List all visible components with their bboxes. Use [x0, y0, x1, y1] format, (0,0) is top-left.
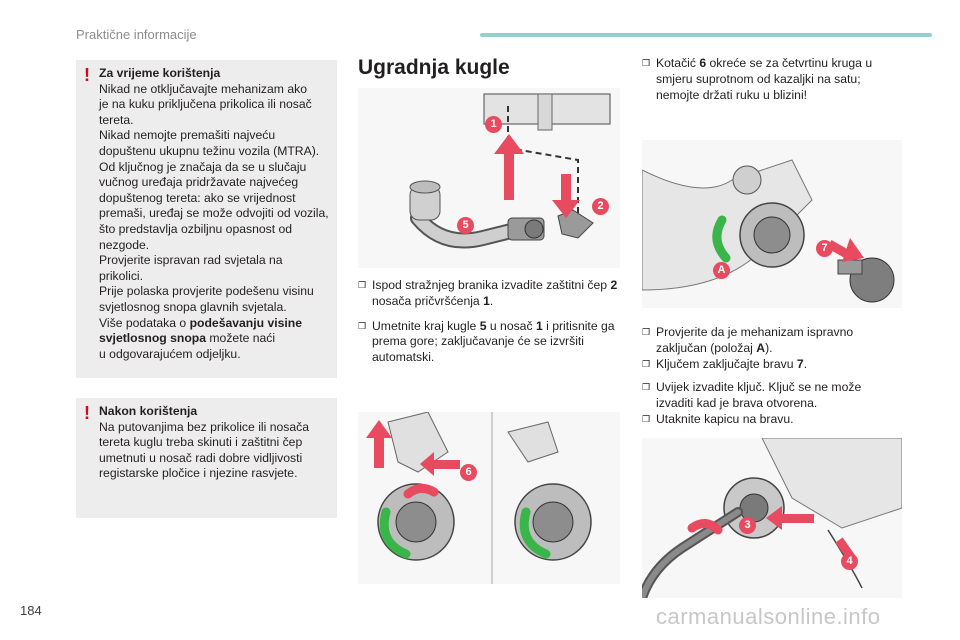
warning-line: nezgode.	[99, 237, 150, 252]
warning-line: svjetlosnog snopa glavnih svjetala.	[99, 299, 287, 314]
checkbox-bullet-icon: ❒	[642, 358, 651, 369]
right-top-step: ❒ Kotačić 6 okreće se za četvrtinu kruga…	[642, 56, 892, 103]
warning-line: je na kuku priključena prikolica ili nos…	[99, 97, 312, 112]
warning-line: u odgovarajućem odjeljku.	[99, 346, 241, 361]
step-text-part: i pritisnite ga prema gore; zaključavanj…	[372, 318, 615, 365]
step-item: ❒ Utaknite kapicu na bravu.	[642, 412, 892, 428]
step-text-part: nosača pričvršćenja	[372, 293, 484, 308]
marker-2: 2	[592, 198, 609, 215]
marker-6: 6	[460, 464, 477, 481]
marker-1: 1	[485, 116, 502, 133]
warning-line: Prije polaska provjerite podešenu visinu	[99, 284, 314, 299]
ref-pre: Više podataka o	[99, 315, 190, 330]
step-text-part: okreće se za četvrtinu kruga u smjeru su…	[656, 56, 873, 102]
step-text: Kotačić 6 okreće se za četvrtinu kruga u…	[656, 56, 892, 103]
step-item: ❒ Ključem zaključajte bravu 7.	[642, 357, 892, 373]
step-item: ❒ Uvijek izvadite ključ. Ključ se ne mož…	[642, 380, 892, 412]
step-text: Ključem zaključajte bravu 7.	[656, 357, 892, 373]
warning-line: vučnog uređaja pridržavate najvećeg	[99, 175, 299, 190]
step-text-part: .	[803, 356, 808, 371]
warning-line: Nikad nemojte premašiti najveću	[99, 128, 276, 143]
step-text-part: Umetnite kraj kugle	[372, 318, 480, 333]
step-item: ❒ Umetnite kraj kugle 5 u nosač 1 i prit…	[358, 319, 620, 366]
step-text: Uvijek izvadite ključ. Ključ se ne može …	[656, 380, 862, 411]
warning-line: Nikad ne otključavajte mehanizam ako	[99, 81, 307, 96]
section-title: Ugradnja kugle	[358, 56, 510, 79]
step-text-part: .	[489, 293, 494, 308]
warning-line: Provjerite ispravan rad svjetala na	[99, 253, 283, 268]
mid-steps: ❒ Ispod stražnjeg branika izvadite zašti…	[358, 278, 620, 366]
step-ref: 6	[699, 56, 707, 70]
step-text: Ispod stražnjeg branika izvadite zaštitn…	[372, 278, 620, 310]
marker-3: 3	[739, 517, 756, 534]
lock-mechanism-illustration	[642, 140, 902, 308]
step-item: ❒ Provjerite da je mehanizam ispravno za…	[642, 325, 892, 357]
checkbox-bullet-icon: ❒	[642, 382, 651, 393]
step-text: Umetnite kraj kugle 5 u nosač 1 i pritis…	[372, 319, 620, 366]
warning-line: dopuštenog tereta: ako se vrijednost	[99, 190, 296, 205]
warning-title: Za vrijeme korištenja	[99, 66, 221, 80]
step-ref: 1	[483, 293, 490, 308]
ref-bold: podešavanju visine svjetlosnog snopa	[99, 315, 303, 346]
step-text-part: Ključem zaključajte bravu	[656, 356, 797, 371]
step-text: Utaknite kapicu na bravu.	[656, 411, 794, 426]
warning-line: tereta kuglu treba skinuti i zaštitni če…	[99, 435, 303, 450]
step-text-part: u nosač	[486, 318, 536, 333]
step-text-part: Ispod stražnjeg branika izvadite zaštitn…	[372, 278, 611, 292]
warning-line: premaši, uređaj se može odvojiti od vozi…	[99, 206, 329, 221]
step-text-part: Provjerite da je mehanizam ispravno zakl…	[656, 325, 854, 355]
step-text-part: ).	[765, 340, 773, 355]
warning-icon: !	[84, 403, 90, 423]
warning-line: registarske pločice i njezine rasvjete.	[99, 466, 298, 481]
marker-7: 7	[816, 240, 833, 257]
step-item: ❒ Ispod stražnjeg branika izvadite zašti…	[358, 278, 620, 310]
page-number: 184	[20, 603, 42, 618]
step-ref: 5	[479, 318, 487, 333]
watermark: carmanualsonline.info	[656, 604, 881, 629]
warning-icon: !	[84, 65, 90, 85]
step-ref: 2	[610, 278, 618, 292]
towball-insertion-illustration	[358, 88, 620, 268]
step-ref: 7	[796, 356, 804, 371]
right-steps: ❒ Provjerite da je mehanizam ispravno za…	[642, 325, 892, 428]
step-ref: 1	[535, 318, 543, 333]
marker-5: 5	[457, 217, 474, 234]
warning-line: Na putovanjima bez prikolice ili nosača	[99, 419, 310, 434]
wheel-rotation-illustration	[358, 412, 620, 584]
warning-box-usage: ! Za vrijeme korištenja Nikad ne otključ…	[76, 60, 337, 378]
checkbox-bullet-icon: ❒	[358, 280, 367, 290]
step-text-part: Kotačić	[656, 56, 700, 70]
warning-title: Nakon korištenja	[99, 404, 198, 418]
step-text: Provjerite da je mehanizam ispravno zakl…	[656, 325, 892, 357]
header-accent-bar	[480, 33, 932, 37]
warning-line: dopuštenu ukupnu težinu vozila (MTRA).	[99, 143, 320, 158]
checkbox-bullet-icon: ❒	[642, 327, 651, 337]
warning-line: prikolici.	[99, 268, 144, 283]
key-cap-illustration	[642, 438, 902, 598]
checkbox-bullet-icon: ❒	[642, 413, 651, 424]
warning-line: što predstavlja ozbiljnu opasnost od	[99, 221, 293, 236]
warning-line: umetnuti u nosač radi dobre vidljivosti	[99, 450, 303, 465]
warning-reference: Više podataka o podešavanju visine svjet…	[99, 316, 331, 347]
step-item: ❒ Kotačić 6 okreće se za četvrtinu kruga…	[642, 56, 892, 103]
marker-A: A	[713, 262, 730, 279]
checkbox-bullet-icon: ❒	[358, 320, 367, 331]
checkbox-bullet-icon: ❒	[642, 58, 651, 68]
warning-box-after-use: ! Nakon korištenja Na putovanjima bez pr…	[76, 398, 337, 518]
warning-line: Od ključnog je značaja da se u slučaju	[99, 159, 307, 174]
ref-post: možete naći	[206, 331, 276, 346]
step-ref: A	[756, 340, 766, 355]
marker-4: 4	[841, 553, 858, 570]
warning-line: tereta.	[99, 112, 134, 127]
header-section-label: Praktične informacije	[76, 27, 197, 42]
